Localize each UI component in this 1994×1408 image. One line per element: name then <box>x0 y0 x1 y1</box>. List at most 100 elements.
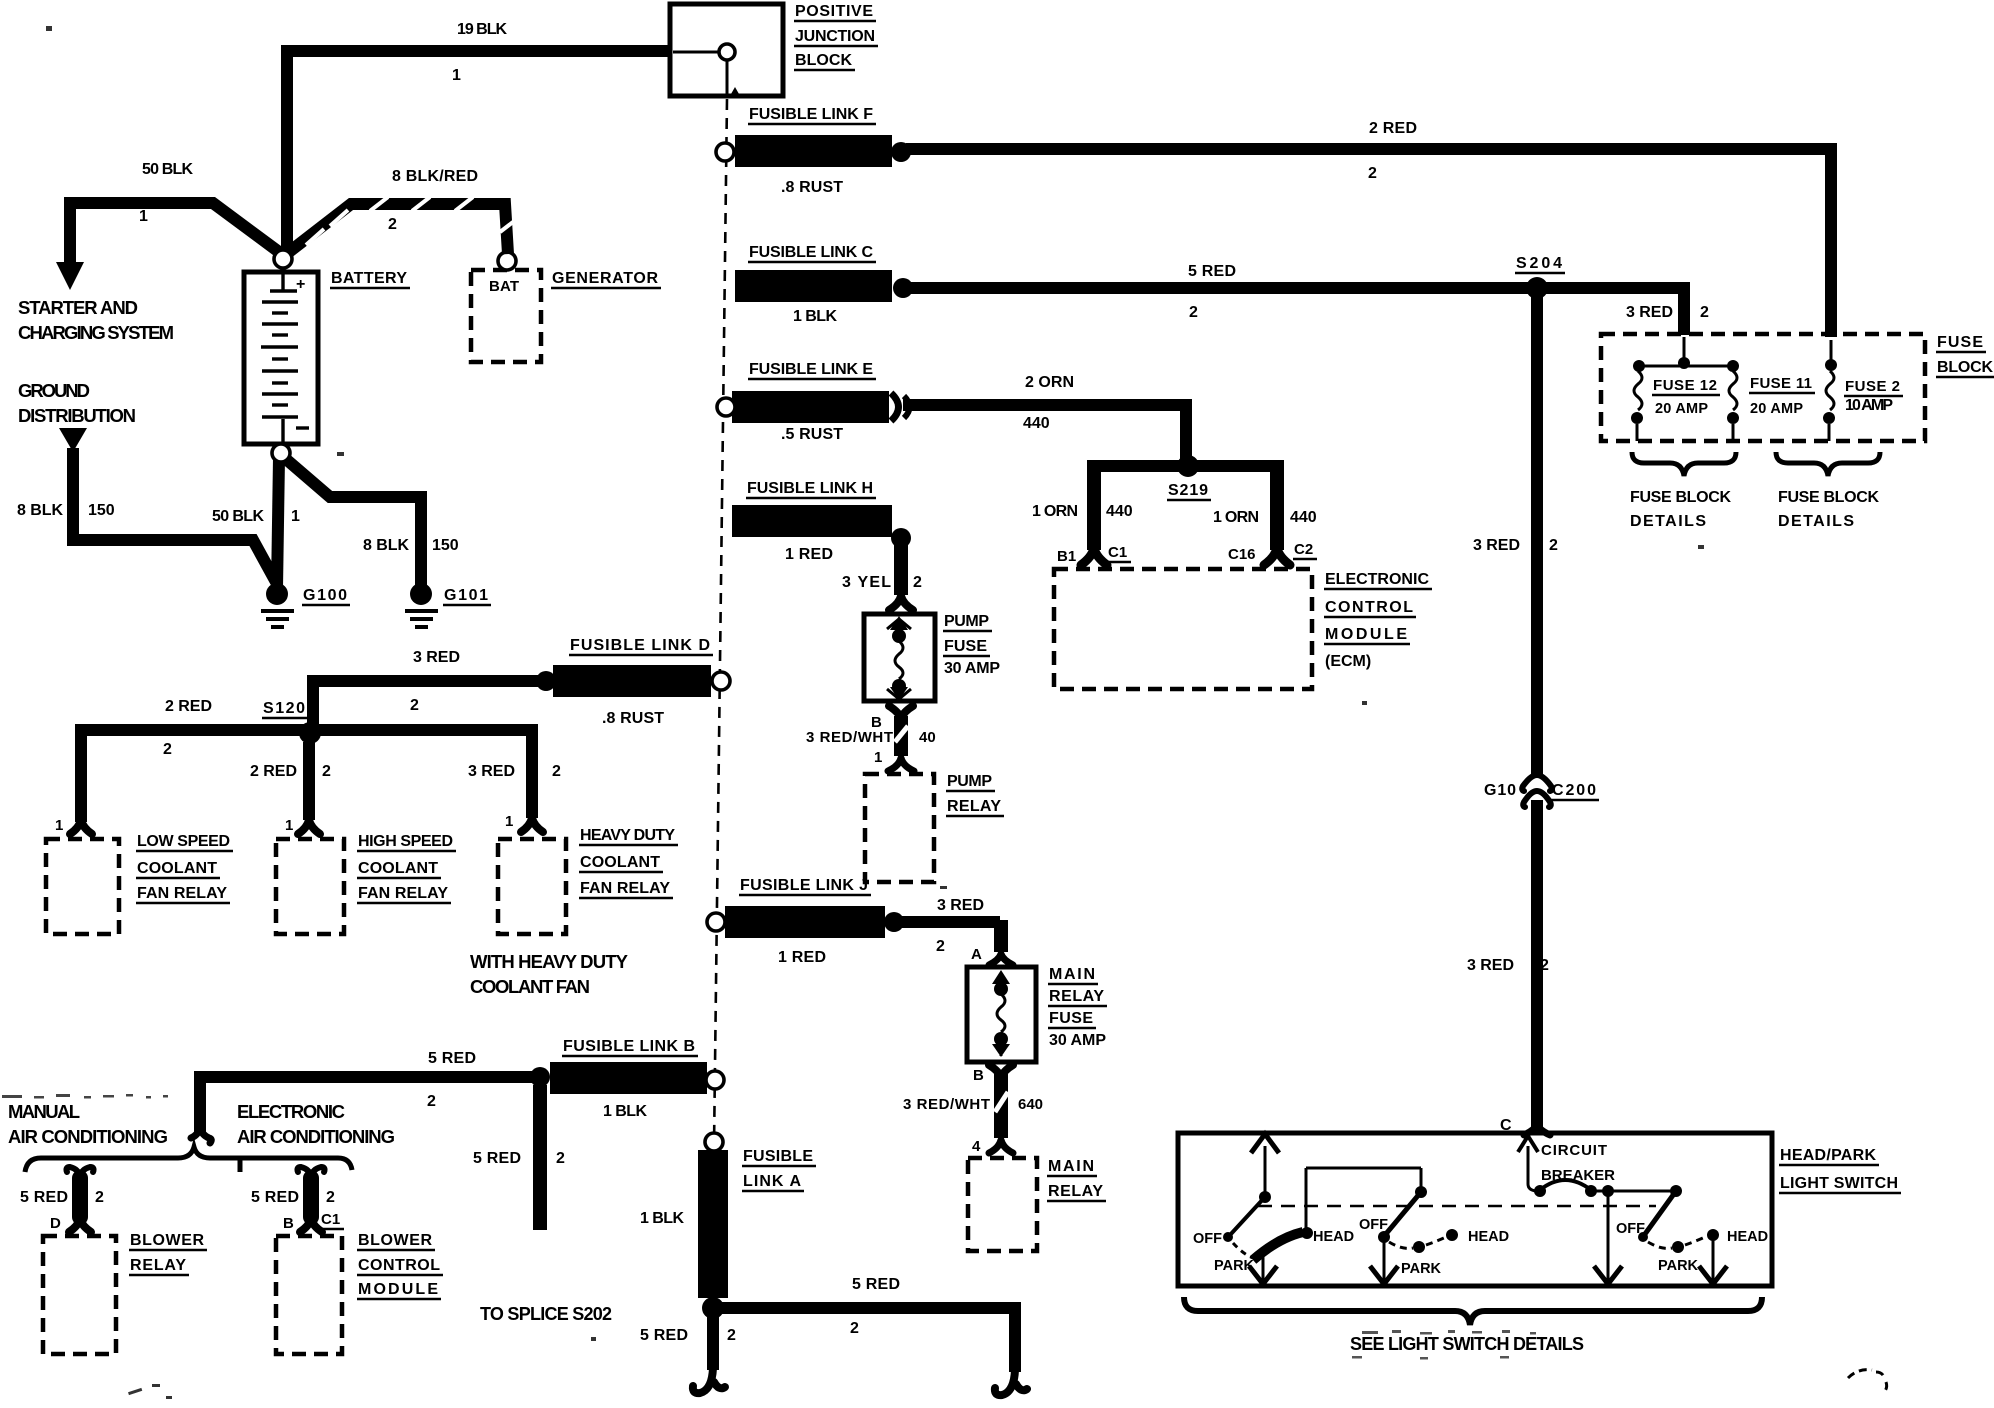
svg-text:1: 1 <box>874 749 882 766</box>
svg-text:MAIN: MAIN <box>1048 1158 1094 1175</box>
svg-text:C1: C1 <box>321 1211 340 1228</box>
svg-text:3 RED: 3 RED <box>468 763 515 780</box>
svg-text:DISTRIBUTION: DISTRIBUTION <box>18 405 136 426</box>
svg-text:B: B <box>973 1067 984 1084</box>
svg-text:440: 440 <box>1106 503 1133 520</box>
svg-text:PARK: PARK <box>1658 1258 1699 1274</box>
svg-text:FUSIBLE LINK H: FUSIBLE LINK H <box>747 480 873 497</box>
svg-text:CIRCUIT: CIRCUIT <box>1541 1142 1607 1159</box>
svg-text:DETAILS: DETAILS <box>1630 513 1706 530</box>
svg-text:FUSE: FUSE <box>1937 334 1983 351</box>
svg-text:50 BLK: 50 BLK <box>142 161 193 178</box>
svg-text:PUMP: PUMP <box>947 773 992 790</box>
svg-text:3 RED: 3 RED <box>1473 537 1520 554</box>
svg-text:2: 2 <box>913 574 922 591</box>
svg-text:CHARGING SYSTEM: CHARGING SYSTEM <box>18 322 174 343</box>
svg-text:BLOCK: BLOCK <box>1937 359 1993 376</box>
svg-text:1: 1 <box>139 208 148 225</box>
svg-text:2: 2 <box>427 1093 436 1110</box>
svg-text:+: + <box>296 276 305 293</box>
svg-text:COOLANT: COOLANT <box>358 860 438 877</box>
svg-text:50 BLK: 50 BLK <box>212 508 264 525</box>
svg-text:CONTROL: CONTROL <box>1325 599 1413 616</box>
svg-text:FUSIBLE LINK F: FUSIBLE LINK F <box>749 106 873 123</box>
svg-text:2: 2 <box>552 763 561 780</box>
svg-text:HEAD/PARK: HEAD/PARK <box>1780 1147 1876 1164</box>
svg-text:FUSIBLE LINK J: FUSIBLE LINK J <box>740 877 868 894</box>
svg-text:FUSE 11: FUSE 11 <box>1750 375 1812 392</box>
svg-text:MANUAL: MANUAL <box>8 1101 80 1122</box>
svg-text:RELAY: RELAY <box>1049 988 1104 1005</box>
svg-text:.5 RUST: .5 RUST <box>781 426 843 443</box>
svg-text:2 RED: 2 RED <box>250 763 297 780</box>
svg-text:FUSIBLE LINK C: FUSIBLE LINK C <box>749 244 873 261</box>
svg-text:3 RED: 3 RED <box>937 897 984 914</box>
svg-text:2: 2 <box>388 216 397 233</box>
svg-text:BAT: BAT <box>489 278 519 295</box>
svg-text:2 RED: 2 RED <box>165 698 212 715</box>
svg-text:5 RED: 5 RED <box>20 1189 68 1206</box>
svg-text:.8 RUST: .8 RUST <box>602 710 664 727</box>
svg-text:C200: C200 <box>1552 782 1596 799</box>
svg-text:5 RED: 5 RED <box>251 1189 299 1206</box>
svg-text:WITH HEAVY DUTY: WITH HEAVY DUTY <box>470 951 629 972</box>
svg-text:FUSE BLOCK: FUSE BLOCK <box>1778 489 1879 506</box>
svg-text:COOLANT FAN: COOLANT FAN <box>470 976 590 997</box>
svg-text:C16: C16 <box>1228 546 1256 563</box>
svg-text:LOW SPEED: LOW SPEED <box>137 833 230 850</box>
svg-text:CONTROL: CONTROL <box>358 1257 440 1274</box>
svg-text:1 BLK: 1 BLK <box>603 1103 647 1120</box>
svg-text:A: A <box>971 946 982 963</box>
svg-text:LINK A: LINK A <box>743 1173 801 1190</box>
svg-text:B1: B1 <box>1057 548 1076 565</box>
svg-text:1: 1 <box>505 813 513 830</box>
svg-text:1: 1 <box>452 67 461 84</box>
svg-text:FUSE 2: FUSE 2 <box>1845 378 1900 395</box>
svg-text:G100: G100 <box>303 587 347 604</box>
svg-text:FUSIBLE LINK E: FUSIBLE LINK E <box>749 361 873 378</box>
svg-text:8 BLK/RED: 8 BLK/RED <box>392 168 478 185</box>
svg-text:FUSIBLE LINK D: FUSIBLE LINK D <box>570 637 710 654</box>
svg-text:2: 2 <box>1189 304 1198 321</box>
svg-text:BLOWER: BLOWER <box>358 1232 432 1249</box>
svg-text:2 ORN: 2 ORN <box>1025 374 1074 391</box>
svg-text:FAN RELAY: FAN RELAY <box>358 885 448 902</box>
svg-text:FUSE: FUSE <box>1049 1010 1093 1027</box>
svg-text:S120: S120 <box>263 700 305 717</box>
svg-text:HEAD: HEAD <box>1313 1229 1354 1245</box>
svg-text:2: 2 <box>1540 957 1549 974</box>
svg-text:2: 2 <box>1368 165 1377 182</box>
svg-text:BLOWER: BLOWER <box>130 1232 204 1249</box>
svg-text:ELECTRONIC: ELECTRONIC <box>237 1101 345 1122</box>
svg-text:2: 2 <box>95 1189 104 1206</box>
svg-text:2: 2 <box>1549 537 1558 554</box>
svg-text:4: 4 <box>972 1138 981 1155</box>
svg-text:PARK: PARK <box>1401 1261 1442 1277</box>
svg-text:1: 1 <box>55 817 63 834</box>
svg-text:3 RED/WHT: 3 RED/WHT <box>806 729 893 746</box>
svg-text:FUSE 12: FUSE 12 <box>1653 377 1717 394</box>
svg-text:2: 2 <box>727 1327 736 1344</box>
svg-text:640: 640 <box>1018 1096 1043 1113</box>
svg-text:3 RED: 3 RED <box>413 649 460 666</box>
svg-text:19 BLK: 19 BLK <box>457 21 507 38</box>
svg-text:1 RED: 1 RED <box>778 949 826 966</box>
svg-text:5 RED: 5 RED <box>852 1276 900 1293</box>
svg-text:GENERATOR: GENERATOR <box>552 270 658 287</box>
svg-text:OFF: OFF <box>1616 1221 1645 1237</box>
svg-text:20 AMP: 20 AMP <box>1655 401 1708 417</box>
svg-text:LIGHT SWITCH: LIGHT SWITCH <box>1780 1175 1898 1192</box>
svg-text:10 AMP: 10 AMP <box>1845 397 1893 414</box>
svg-text:2: 2 <box>1700 304 1709 321</box>
svg-text:C1: C1 <box>1108 544 1127 561</box>
svg-text:GROUND: GROUND <box>18 380 90 401</box>
svg-text:S219: S219 <box>1168 482 1208 499</box>
svg-text:HEAD: HEAD <box>1468 1229 1509 1245</box>
svg-text:FUSE BLOCK: FUSE BLOCK <box>1630 489 1731 506</box>
svg-text:1 BLK: 1 BLK <box>640 1210 684 1227</box>
svg-text:SEE LIGHT SWITCH DETAILS: SEE LIGHT SWITCH DETAILS <box>1350 1334 1584 1354</box>
svg-text:RELAY: RELAY <box>130 1257 186 1274</box>
svg-text:FAN RELAY: FAN RELAY <box>580 880 670 897</box>
svg-text:.8 RUST: .8 RUST <box>781 179 843 196</box>
svg-text:MODULE: MODULE <box>358 1281 438 1298</box>
